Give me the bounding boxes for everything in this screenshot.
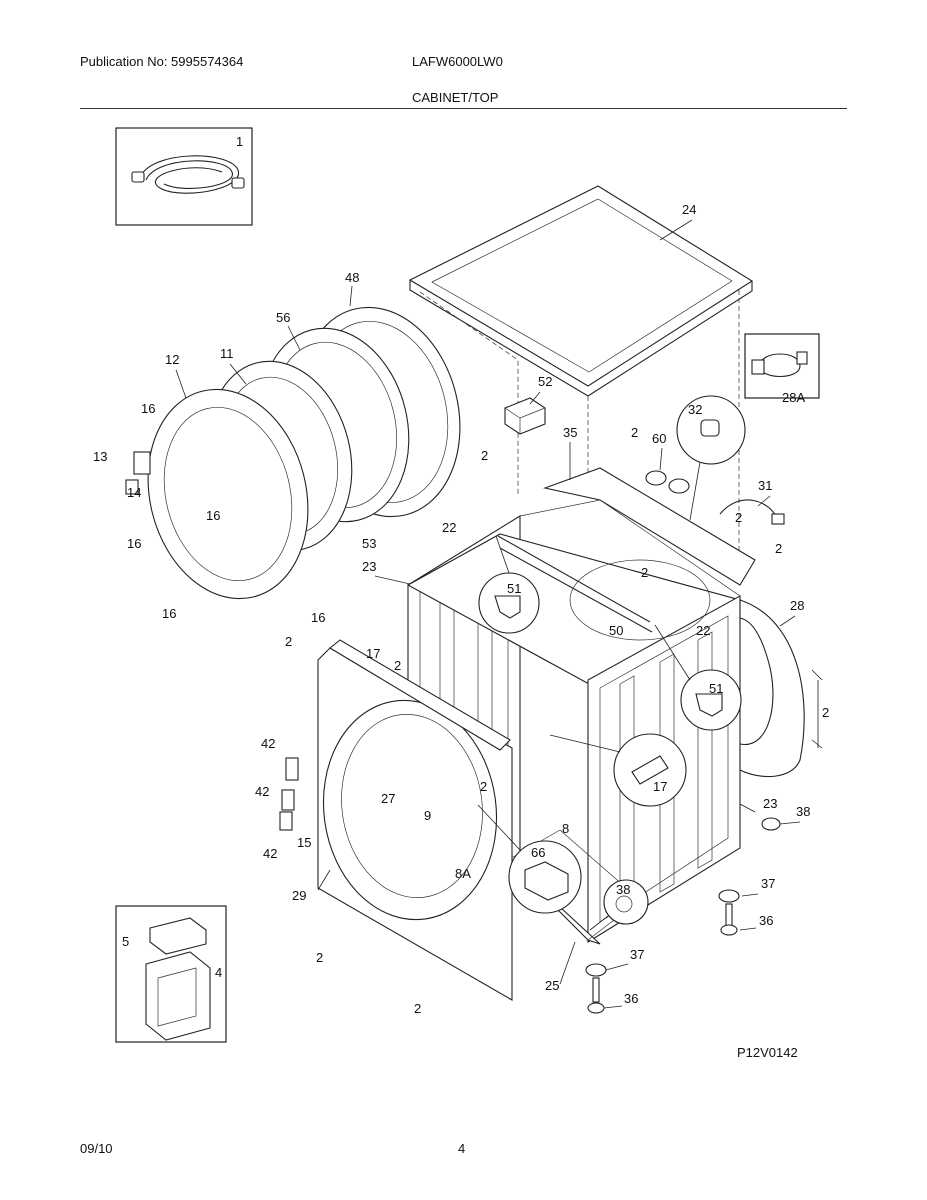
callout-37a: 37 (761, 876, 775, 891)
callout-27: 27 (381, 791, 395, 806)
callout-22a: 22 (442, 520, 456, 535)
inset-control-box (115, 905, 227, 1043)
inset-hose (115, 127, 253, 226)
callout-24: 24 (682, 202, 696, 217)
callout-14: 14 (127, 485, 141, 500)
callout-2h: 2 (822, 705, 829, 720)
callout-labels: 1 24 48 56 12 11 16 13 14 16 16 16 16 53… (93, 134, 829, 1060)
publication-number: Publication No: 5995574364 (80, 54, 244, 69)
diagram-code: P12V0142 (737, 1045, 798, 1060)
callout-5: 5 (122, 934, 129, 949)
callout-38a: 38 (796, 804, 810, 819)
detail-bubbles (477, 535, 742, 931)
callout-8: 8 (562, 821, 569, 836)
door-assembly (125, 306, 461, 600)
callout-22b: 22 (696, 623, 710, 638)
callout-2b: 2 (481, 448, 488, 463)
callout-16c: 16 (127, 536, 141, 551)
callout-2f: 2 (285, 634, 292, 649)
callout-2d: 2 (775, 541, 782, 556)
callout-42b: 42 (255, 784, 269, 799)
callout-52: 52 (538, 374, 552, 389)
callout-16e: 16 (311, 610, 325, 625)
callout-25: 25 (545, 978, 559, 993)
callout-1: 1 (236, 134, 243, 149)
front-panel (317, 639, 513, 1001)
small-parts-top (504, 395, 785, 525)
callout-2j: 2 (316, 950, 323, 965)
hinges (279, 757, 299, 831)
callout-31: 31 (758, 478, 772, 493)
callout-leaders (175, 219, 823, 1009)
section-title: CABINET/TOP (412, 90, 499, 105)
callout-38b: 38 (616, 882, 630, 897)
callout-28A: 28A (782, 390, 805, 405)
callout-23b: 23 (763, 796, 777, 811)
callout-53: 53 (362, 536, 376, 551)
callout-13: 13 (93, 449, 107, 464)
callout-23a: 23 (362, 559, 376, 574)
header-rule (80, 108, 847, 109)
top-panel (408, 185, 754, 397)
model-number: LAFW6000LW0 (412, 54, 503, 69)
callout-16a: 16 (141, 401, 155, 416)
callout-37b: 37 (630, 947, 644, 962)
callout-11: 11 (220, 346, 234, 361)
page-number: 4 (458, 1141, 466, 1156)
callout-35: 35 (563, 425, 577, 440)
callout-9: 9 (424, 808, 431, 823)
callout-32: 32 (688, 402, 702, 417)
callout-17a: 17 (366, 646, 380, 661)
callout-28: 28 (790, 598, 804, 613)
callout-4: 4 (215, 965, 222, 980)
inset-clamp (744, 333, 820, 399)
callout-56: 56 (276, 310, 290, 325)
callout-2i: 2 (480, 779, 487, 794)
callout-60: 60 (652, 431, 666, 446)
callout-2g: 2 (394, 658, 401, 673)
callout-8A: 8A (455, 866, 471, 881)
callout-36b: 36 (624, 991, 638, 1006)
callout-36a: 36 (759, 913, 773, 928)
callout-42c: 42 (263, 846, 277, 861)
callout-12: 12 (165, 352, 179, 367)
footer-date: 09/10 (80, 1141, 113, 1156)
callout-16b: 16 (206, 508, 220, 523)
callout-2a: 2 (631, 425, 638, 440)
callout-51a: 51 (507, 581, 521, 596)
callout-2c: 2 (735, 510, 742, 525)
callout-2e: 2 (641, 565, 648, 580)
callout-16d: 16 (162, 606, 176, 621)
callout-2k: 2 (414, 1001, 421, 1016)
callout-17b: 17 (653, 779, 667, 794)
door-gasket (739, 599, 805, 778)
callout-15: 15 (297, 835, 311, 850)
callout-50: 50 (609, 623, 623, 638)
callout-51b: 51 (709, 681, 723, 696)
callout-48: 48 (345, 270, 359, 285)
callout-66: 66 (531, 845, 545, 860)
callout-42a: 42 (261, 736, 275, 751)
callout-29: 29 (292, 888, 306, 903)
